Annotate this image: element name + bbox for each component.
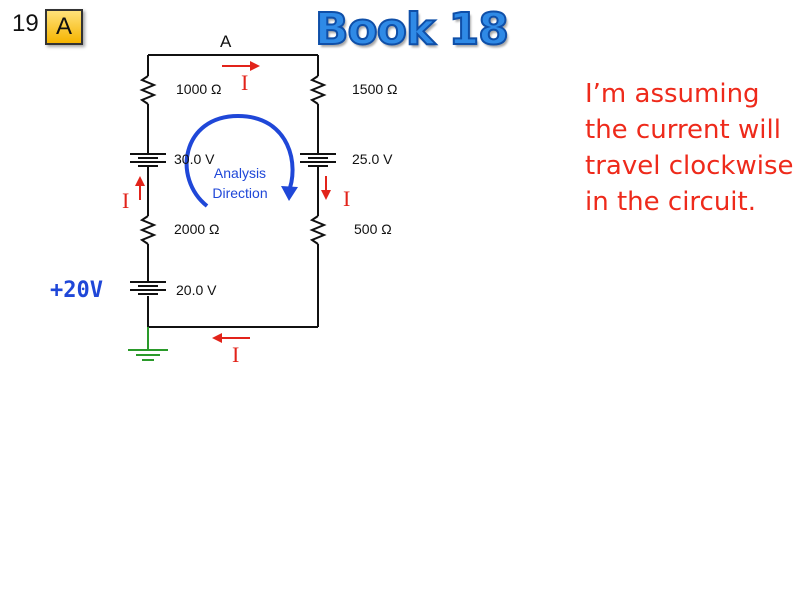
slide-number: 19 [12, 10, 39, 37]
current-label-bottom: I [232, 342, 240, 367]
section-badge: A [45, 9, 83, 45]
resistor-500-symbol [309, 215, 327, 245]
resistor-1000-symbol [139, 75, 157, 105]
analysis-direction-arrow-icon [184, 113, 295, 208]
resistor-2000-symbol [139, 215, 157, 245]
battery-25v-label: 25.0 V [352, 151, 393, 167]
ground-voltage-label: +20V [50, 278, 103, 303]
ground-icon [128, 327, 168, 361]
current-label-left: I [122, 188, 130, 213]
battery-30v-symbol [130, 153, 166, 167]
node-a-label: A [220, 32, 232, 51]
battery-25v-symbol [300, 153, 336, 167]
analysis-label-line2: Direction [212, 185, 268, 201]
battery-20v-symbol [130, 281, 166, 295]
analysis-arrowhead-icon [281, 186, 298, 201]
resistor-500-label: 500 Ω [354, 221, 392, 237]
resistor-2000-label: 2000 Ω [174, 221, 220, 237]
analysis-direction-label: Analysis Direction [200, 163, 280, 203]
current-label-top: I [241, 70, 249, 95]
page-title: Book 18 [314, 3, 510, 56]
resistor-1000-label: 1000 Ω [176, 81, 222, 97]
analysis-label-line1: Analysis [213, 165, 267, 181]
battery-30v-label: 30.0 V [174, 151, 215, 167]
assumption-note: I’m assuming the current will travel clo… [585, 79, 794, 217]
current-label-right: I [343, 186, 351, 211]
battery-20v-label: 20.0 V [176, 282, 217, 298]
resistor-1500-label: 1500 Ω [352, 81, 398, 97]
resistor-1500-symbol [309, 75, 327, 105]
